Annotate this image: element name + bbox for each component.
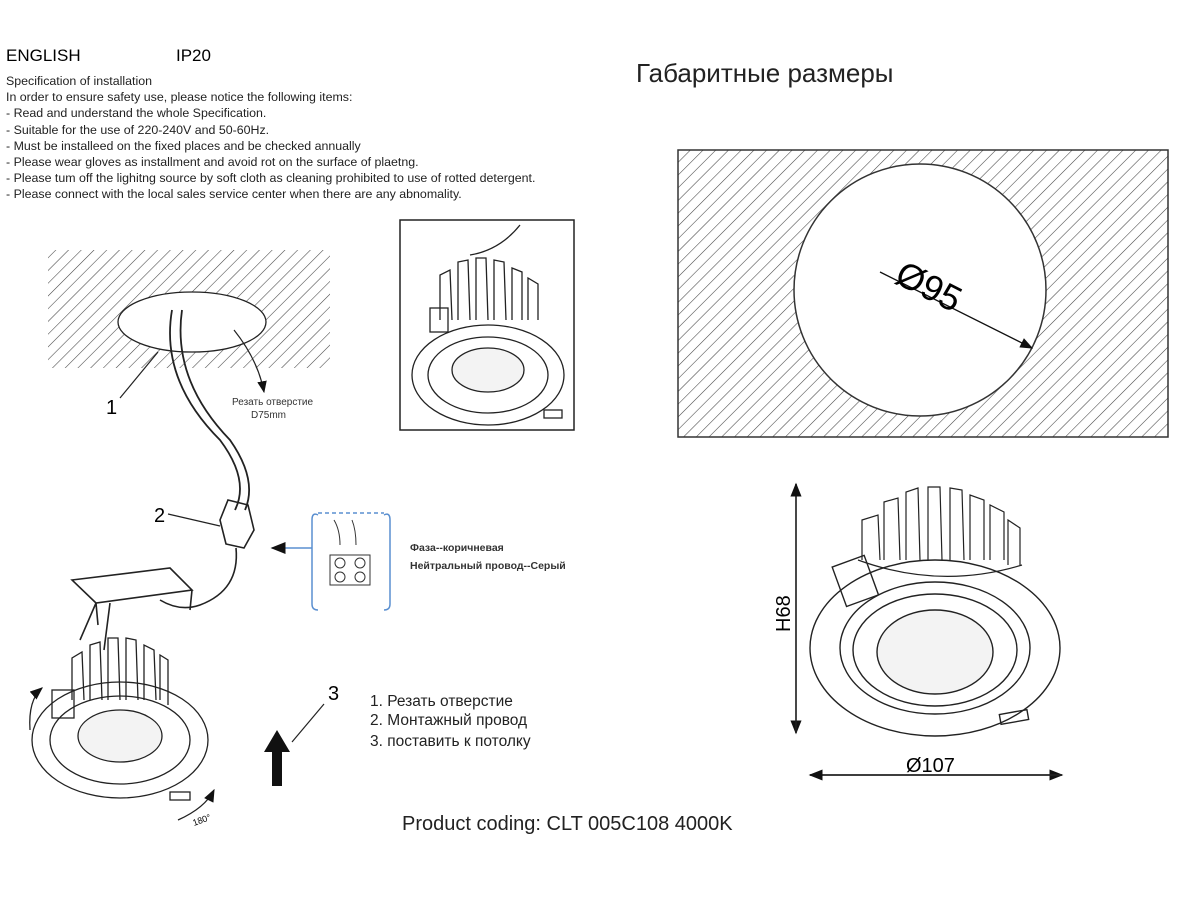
ceiling-diagram: 1 Резать отверстие D75mm	[48, 250, 330, 511]
wiring-diagram: Фаза--коричневая Нейтральный провод--Сер…	[270, 512, 566, 611]
rotation-angle-label: 180°	[191, 812, 212, 828]
spec-heading: Specification of installation	[6, 74, 153, 88]
product-coding: Product coding: CLT 005C108 4000K	[402, 813, 733, 835]
phase-wire-label: Фаза--коричневая	[410, 542, 504, 554]
spec-item: - Please wear gloves as installment and …	[6, 155, 419, 170]
spec-item: - Must be installeed on the fixed places…	[6, 138, 361, 153]
cut-hole-label: Резать отверстие	[232, 397, 313, 408]
height-label: H68	[773, 595, 795, 632]
product-dimension-drawing	[790, 482, 1064, 781]
cut-hole-size: D75mm	[251, 410, 286, 421]
spec-item: - Suitable for the use of 220-240V and 5…	[6, 122, 270, 137]
step-item: 3. поставить к потолку	[370, 733, 531, 750]
ip-rating: IP20	[176, 46, 211, 65]
diameter-label: Ø107	[906, 755, 955, 777]
spec-intro: In order to ensure safety use, please no…	[6, 90, 353, 105]
dimensions-title: Габаритные размеры	[636, 58, 894, 88]
spec-item: - Read and understand the whole Specific…	[6, 106, 267, 121]
step-2-marker: 2	[154, 505, 165, 527]
fixture-inset	[399, 219, 575, 431]
step-item: 1. Резать отверстие	[370, 693, 513, 710]
step-3-arrow	[264, 703, 325, 786]
cutout-diagram: Ø95	[677, 149, 1169, 438]
installation-spec: Specification of installation In order t…	[6, 73, 535, 203]
step-1-marker: 1	[106, 397, 117, 419]
spec-item: - Please connect with the local sales se…	[6, 187, 462, 202]
step-item: 2. Монтажный провод	[370, 712, 527, 729]
language-label: ENGLISH	[6, 46, 81, 65]
neutral-wire-label: Нейтральный провод--Серый	[410, 560, 566, 572]
spec-item: - Please tum off the lighitng source by …	[6, 171, 536, 186]
connector-diagram	[70, 499, 255, 651]
step-3-marker: 3	[328, 683, 339, 705]
fixture-rotation-diagram	[29, 637, 215, 821]
